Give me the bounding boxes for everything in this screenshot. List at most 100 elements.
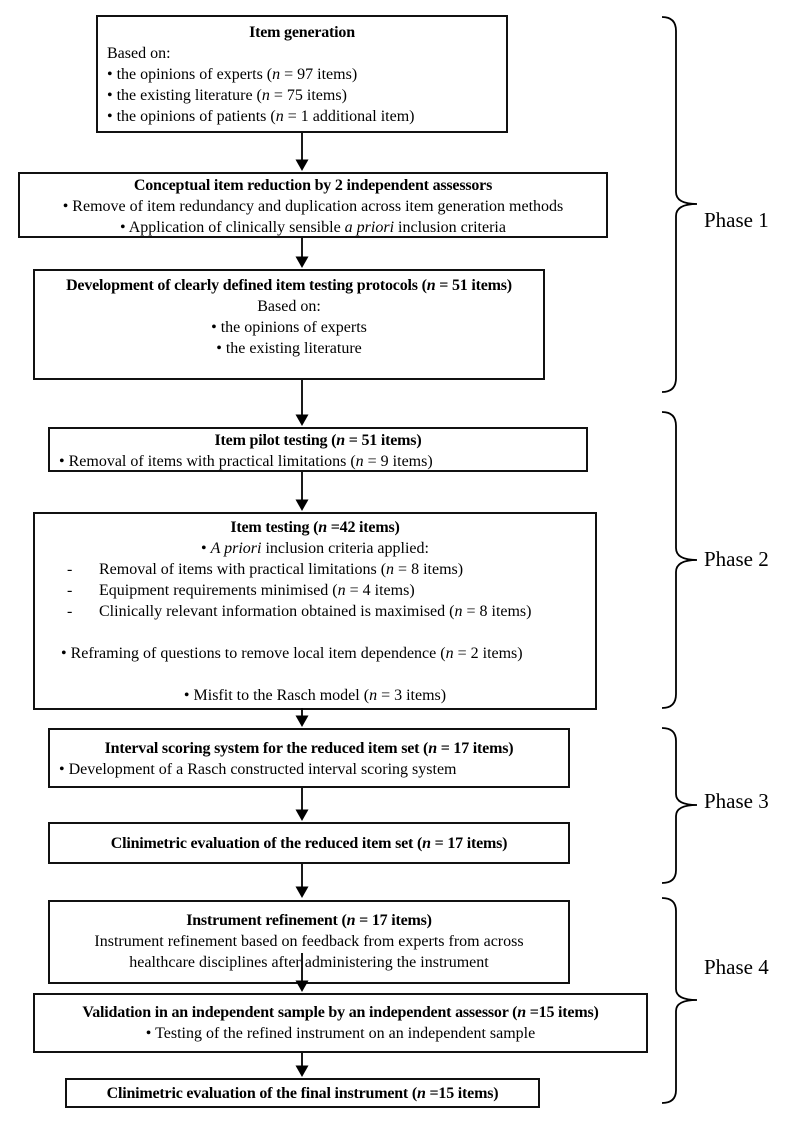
text-segment: = 17 items) xyxy=(355,912,432,929)
phase-4-label: Phase 4 xyxy=(704,955,769,979)
blank-line xyxy=(35,622,595,643)
text-segment: = 9 items) xyxy=(363,453,433,470)
text-segment: = 51 items) xyxy=(344,432,422,449)
text-line: • Development of a Rasch constructed int… xyxy=(50,759,568,780)
text-segment: • the existing literature ( xyxy=(107,87,262,104)
text-segment: =42 items) xyxy=(326,519,400,536)
text-line: • A priori inclusion criteria applied: xyxy=(35,538,595,559)
text-line: • Remove of item redundancy and duplicat… xyxy=(20,196,606,217)
text-segment: Interval scoring system for the reduced … xyxy=(104,740,429,757)
text-segment: = 3 items) xyxy=(377,687,447,704)
text-segment: n xyxy=(369,687,378,704)
text-segment: = 75 items) xyxy=(269,87,347,104)
text-line: Clinimetric evaluation of the reduced it… xyxy=(50,833,568,854)
flow-arrow xyxy=(295,238,309,268)
text-segment: Clinically relevant information obtained… xyxy=(99,603,455,620)
text-line: Instrument refinement (n = 17 items) xyxy=(50,910,568,931)
text-line: Clinimetric evaluation of the final inst… xyxy=(67,1083,538,1104)
text-segment: = 4 items) xyxy=(345,582,415,599)
phase-2-brace xyxy=(661,411,698,709)
text-line: Instrument refinement based on feedback … xyxy=(50,931,568,952)
text-segment: A priori xyxy=(210,540,262,557)
text-segment: Conceptual item reduction by 2 independe… xyxy=(133,177,493,194)
box-conceptual-item-reduction: Conceptual item reduction by 2 independe… xyxy=(18,172,608,238)
text-segment: n xyxy=(337,582,346,599)
text-segment: Based on: xyxy=(257,298,321,315)
text-segment: = 2 items) xyxy=(453,645,523,662)
dash-marker: - xyxy=(67,582,73,599)
text-line: • Reframing of questions to remove local… xyxy=(35,643,595,664)
text-line: • the opinions of experts (n = 97 items) xyxy=(98,64,506,85)
text-segment: Clinimetric evaluation of the reduced it… xyxy=(110,835,423,852)
text-segment: n xyxy=(386,561,395,578)
text-segment: Instrument refinement ( xyxy=(186,912,347,929)
text-segment: • the opinions of patients ( xyxy=(107,108,276,125)
text-line: • the opinions of experts xyxy=(35,317,543,338)
text-segment: n xyxy=(261,87,270,104)
text-segment: inclusion criteria xyxy=(394,219,506,236)
text-segment: Item testing ( xyxy=(230,519,319,536)
text-line: Development of clearly defined item test… xyxy=(35,275,543,296)
text-segment: n xyxy=(454,603,463,620)
text-segment: • Application of clinically sensible xyxy=(120,219,345,236)
text-line: Item generation xyxy=(98,22,506,43)
text-line: -Clinically relevant information obtaine… xyxy=(35,601,595,622)
text-segment: = 8 items) xyxy=(462,603,532,620)
text-line: Conceptual item reduction by 2 independe… xyxy=(20,175,606,196)
dash-marker: - xyxy=(67,561,73,578)
box-item-pilot-testing: Item pilot testing ( n = 51 items) • Remov… xyxy=(48,427,588,472)
text-segment: Validation in an independent sample by a… xyxy=(82,1004,518,1021)
box-item-testing: Item testing (n =42 items)• A priori inc… xyxy=(33,512,597,710)
text-segment: = 17 items) xyxy=(436,740,514,757)
text-segment: n xyxy=(355,453,364,470)
text-segment: a priori xyxy=(344,219,395,236)
text-segment: n xyxy=(517,1004,526,1021)
text-segment: • Removal of items with practical limita… xyxy=(59,453,356,470)
box-instrument-refinement: Instrument refinement (n = 17 items)Inst… xyxy=(48,900,570,984)
text-line: Based on: xyxy=(35,296,543,317)
text-segment: n xyxy=(318,519,327,536)
phase-2-label: Phase 2 xyxy=(704,547,769,571)
text-segment: = 8 items) xyxy=(394,561,464,578)
text-segment: = 17 items) xyxy=(430,835,508,852)
text-segment: n xyxy=(422,835,431,852)
text-segment: Item pilot testing ( xyxy=(214,432,337,449)
flow-arrow xyxy=(295,380,309,426)
flow-arrow xyxy=(295,133,309,171)
blank-line xyxy=(35,664,595,685)
text-segment: =15 items) xyxy=(425,1085,499,1102)
phase-3-label: Phase 3 xyxy=(704,789,769,813)
text-segment: n xyxy=(346,912,356,929)
text-line: -Removal of items with practical limitat… xyxy=(35,559,595,580)
text-segment: Item generation xyxy=(249,24,355,41)
text-segment: Clinimetric evaluation of the final inst… xyxy=(106,1085,418,1102)
text-line: • Removal of items with practical limita… xyxy=(50,451,586,472)
text-segment: • Reframing of questions to remove local… xyxy=(61,645,446,662)
text-segment: • the opinions of experts xyxy=(211,319,367,336)
text-segment: n xyxy=(416,1085,426,1102)
text-segment: n xyxy=(275,108,284,125)
text-line: Interval scoring system for the reduced … xyxy=(50,738,568,759)
text-segment: =15 items) xyxy=(525,1004,599,1021)
text-segment: • the existing literature xyxy=(216,340,362,357)
box-interval-scoring-system: Interval scoring system for the reduced … xyxy=(48,728,570,788)
text-line: • the existing literature xyxy=(35,338,543,359)
flow-arrow xyxy=(295,1053,309,1077)
phase-3-brace xyxy=(661,727,698,884)
text-segment: • Misfit to the Rasch model ( xyxy=(183,687,370,704)
text-segment: Based on: xyxy=(107,45,171,62)
phase-1-brace xyxy=(661,16,698,393)
flow-arrow xyxy=(295,472,309,511)
text-segment: n xyxy=(428,740,437,757)
box-clinimetric-evaluation-final: Clinimetric evaluation of the final inst… xyxy=(65,1078,540,1108)
phase-4-brace xyxy=(661,897,698,1104)
text-segment: = 1 additional item) xyxy=(283,108,415,125)
text-segment: Equipment requirements minimised ( xyxy=(99,582,338,599)
text-line: Item testing (n =42 items) xyxy=(35,517,595,538)
text-segment: Development of clearly defined item test… xyxy=(66,277,427,294)
flow-arrow xyxy=(295,864,309,898)
text-segment: n xyxy=(426,277,436,294)
text-segment: healthcare disciplines after administeri… xyxy=(129,954,489,971)
text-segment: inclusion criteria applied: xyxy=(261,540,429,557)
text-segment: • Remove of item redundancy and duplicat… xyxy=(62,198,564,215)
